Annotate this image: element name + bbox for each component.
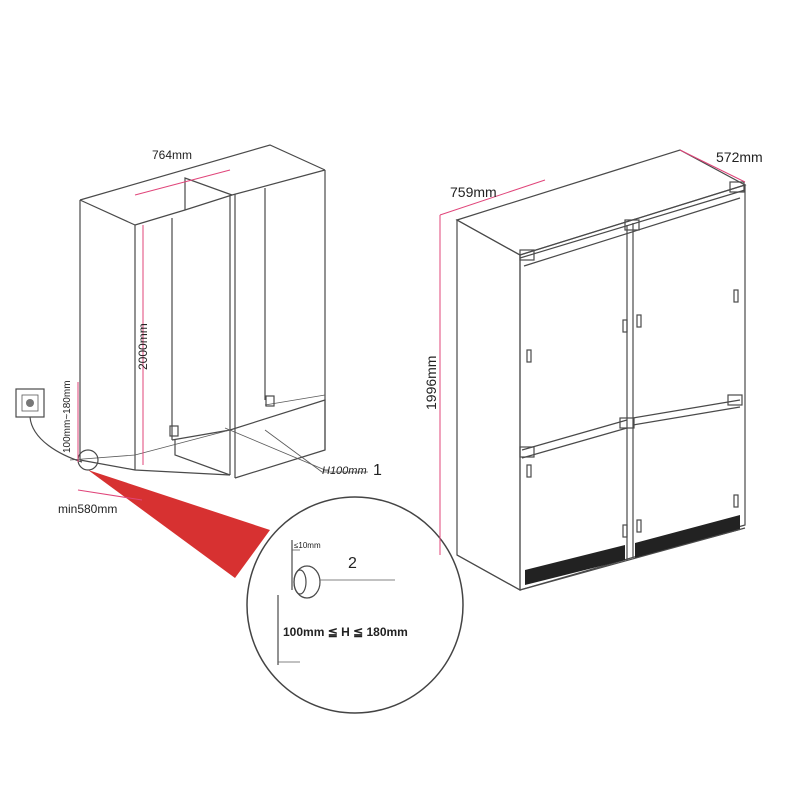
- socket-height-label: 100mm~180mm: [62, 380, 73, 453]
- callout-1-leader: [264, 429, 323, 473]
- range-label: 100mm ≦ H ≦ 180mm: [283, 625, 408, 639]
- refrigerator-body: [455, 149, 747, 592]
- highlight-beam: [88, 470, 270, 578]
- right-height-label: 1996mm: [423, 355, 439, 410]
- callout-2: 2: [348, 555, 357, 572]
- right-depth-label: 572mm: [716, 149, 763, 165]
- cabinet-niche: [69, 144, 326, 479]
- left-width-label: 764mm: [152, 148, 193, 162]
- gap-label: ≤10mm: [294, 541, 321, 550]
- left-height-label: 2000mm: [136, 323, 150, 370]
- left-depth-label: min580mm: [58, 502, 118, 516]
- right-dimensions: [439, 149, 746, 555]
- wall-socket: [15, 388, 83, 463]
- right-width-label: 759mm: [450, 184, 497, 200]
- callout-1: 1: [373, 462, 382, 479]
- left-dimensions: [77, 169, 231, 501]
- plinth-height-label: H100mm: [322, 465, 367, 477]
- detail-circle: [246, 496, 464, 714]
